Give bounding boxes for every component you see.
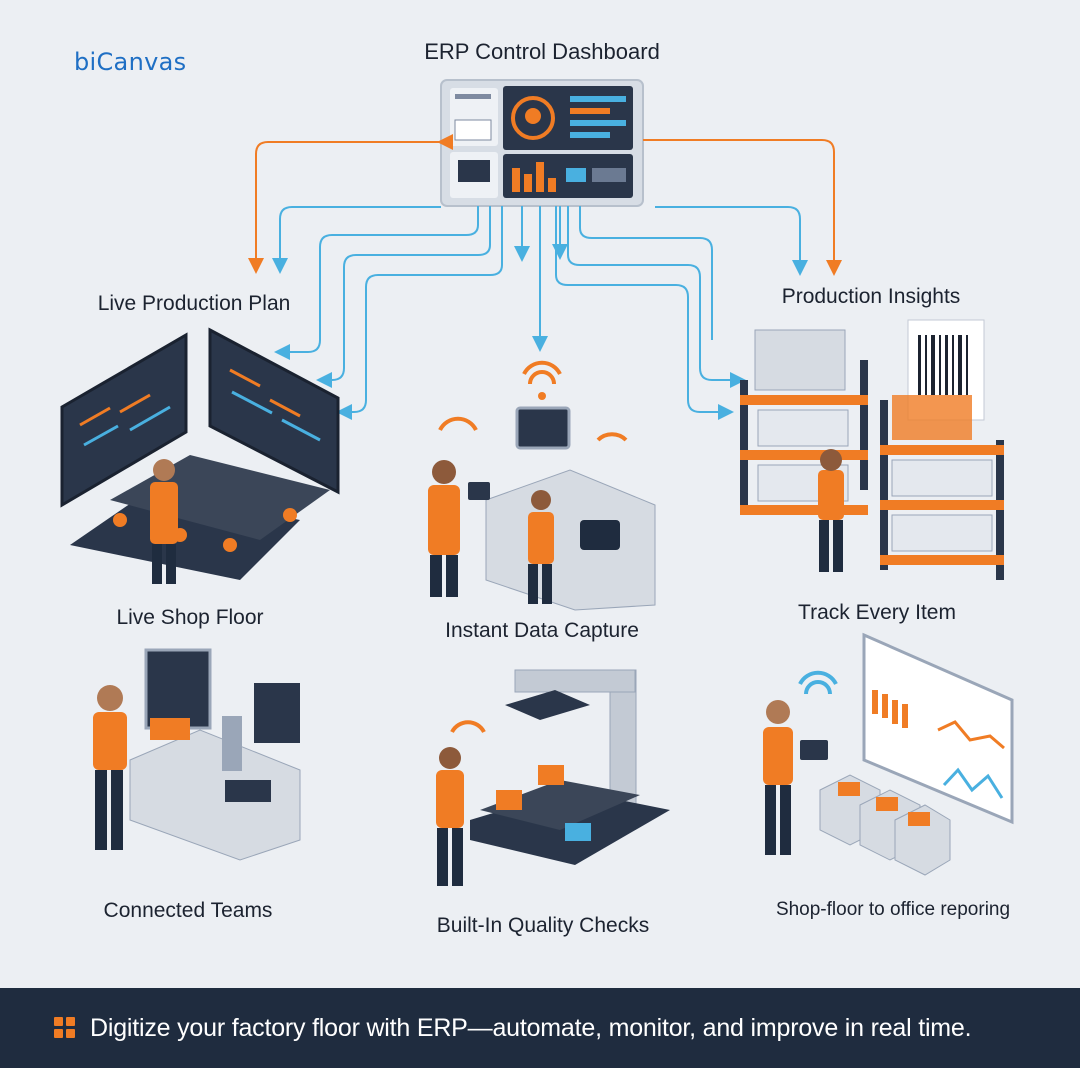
node-label-instant-data-capture: Instant Data Capture: [445, 619, 639, 642]
instant-data-capture-illustration: [428, 360, 656, 611]
track-every-item-illustration: [740, 319, 1004, 580]
diagram-title: ERP Control Dashboard: [424, 39, 660, 64]
node-label-live-shop-floor: Live Shop Floor: [116, 606, 264, 629]
connected-teams-illustration: [93, 648, 301, 861]
quality-checks-illustration: [436, 669, 670, 886]
grid-icon: [54, 1017, 76, 1039]
node-label-track-every-item: Track Every Item: [798, 601, 956, 624]
node-label-shop-floor-reporting: Shop-floor to office reporing: [775, 899, 1011, 920]
live-shop-floor-illustration: [60, 327, 340, 584]
erp-dashboard-panel: [440, 79, 644, 207]
node-label-built-in-quality-checks: Built-In Quality Checks: [436, 914, 650, 937]
connector-arrows: [248, 134, 842, 420]
node-label-production-insights: Production Insights: [781, 285, 961, 308]
node-label-connected-teams: Connected Teams: [103, 899, 273, 922]
brand-logo: biCanvas: [74, 48, 187, 76]
office-reporting-illustration: [763, 632, 1014, 876]
node-label-live-production-plan: Live Production Plan: [97, 292, 291, 315]
footer-banner: Digitize your factory floor with ERP—aut…: [0, 988, 1080, 1068]
footer-tagline: Digitize your factory floor with ERP—aut…: [90, 1013, 972, 1042]
